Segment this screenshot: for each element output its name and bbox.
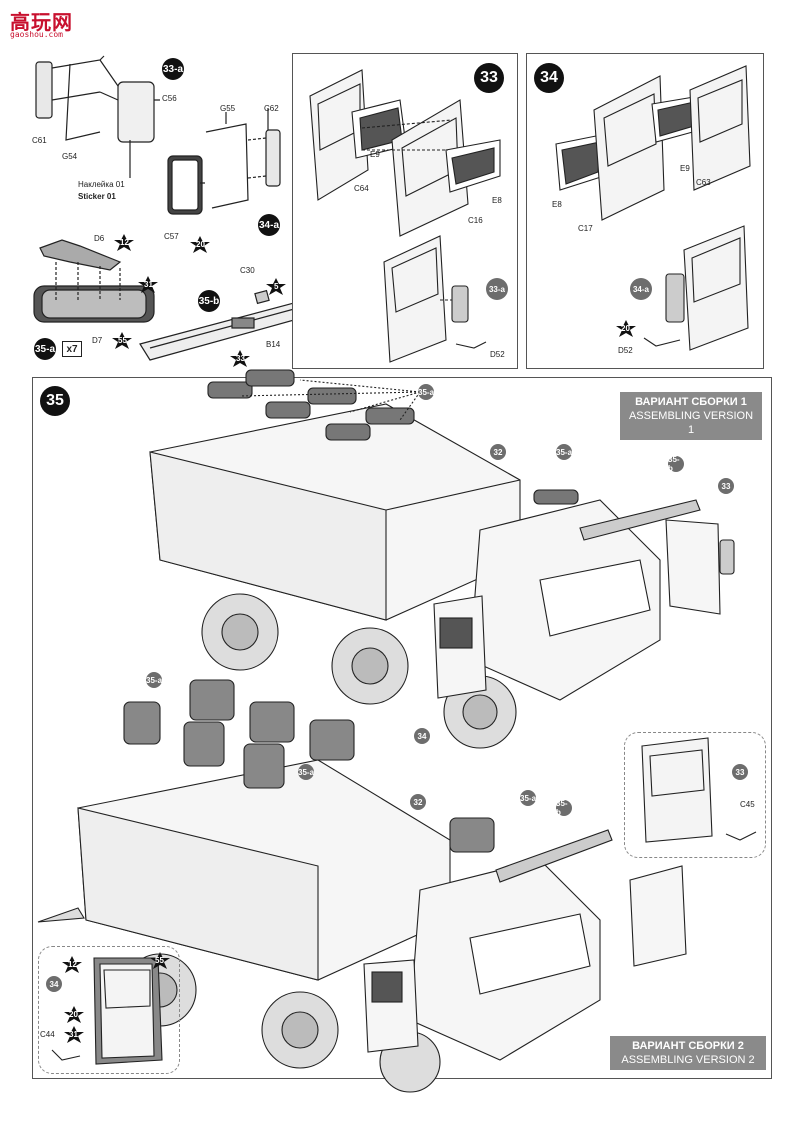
inset-ref-34: 34 xyxy=(46,976,62,992)
p33-label-c64: C64 xyxy=(354,184,369,193)
step-35-badge: 35 xyxy=(40,386,70,416)
label-c56: C56 xyxy=(162,94,177,103)
label-d6: D6 xyxy=(94,234,105,243)
step-34-badge: 34 xyxy=(534,63,564,93)
label-g54: G54 xyxy=(62,152,78,161)
v2-ref-35b: 35-b xyxy=(556,799,572,817)
p34-star-marker xyxy=(616,320,636,337)
label-c61: C61 xyxy=(32,136,47,145)
inset-right-door xyxy=(624,732,766,858)
label-g55: G55 xyxy=(220,104,236,113)
label-c57: C57 xyxy=(164,232,179,241)
v2-ref-35a-side: 35-a xyxy=(298,764,314,780)
label-c62: C62 xyxy=(264,104,279,113)
inset-star-12: 12 xyxy=(68,960,77,969)
star-31: 31 xyxy=(144,280,153,289)
star-55: 55 xyxy=(118,336,127,345)
v1-ref-33: 33 xyxy=(718,478,734,494)
star-12: 12 xyxy=(120,238,129,247)
inset-star-31: 31 xyxy=(69,1030,78,1039)
p33-label-e9: E9 xyxy=(370,150,380,159)
v2-ref-35a-cab: 35-a xyxy=(520,790,536,806)
v1-ref-34: 34 xyxy=(414,728,430,744)
p34-label-c63: C63 xyxy=(696,178,711,187)
p33-label-c16: C16 xyxy=(468,216,483,225)
v1-ref-35a: 35-a xyxy=(418,384,434,400)
assembling-version-2-box: ВАРИАНТ СБОРКИ 2 ASSEMBLING VERSION 2 xyxy=(610,1036,766,1070)
inset-left-door xyxy=(38,946,180,1074)
mirror-assembly-33a-drawing xyxy=(33,55,331,361)
inset-star-20: 20 xyxy=(69,1010,78,1019)
inset-label-c44: C44 xyxy=(40,1030,55,1039)
door-c17-drawing xyxy=(555,65,751,351)
quantity-x7: x7 xyxy=(62,341,82,357)
version-1-ru: ВАРИАНТ СБОРКИ 1 xyxy=(635,396,747,408)
label-d7: D7 xyxy=(92,336,103,345)
star-20: 20 xyxy=(196,240,205,249)
inset-star-55: 55 xyxy=(155,956,164,965)
version-2-ru: ВАРИАНТ СБОРКИ 2 xyxy=(632,1040,744,1052)
v2-ref-33: 33 xyxy=(732,764,748,780)
p34-label-e8: E8 xyxy=(552,200,562,209)
p34-label-d52: D52 xyxy=(618,346,633,355)
step-34a-badge: 34-a xyxy=(258,214,280,236)
watermark-sub: gaoshou.com xyxy=(10,30,63,39)
step-33-badge: 33 xyxy=(474,63,504,93)
watermark-logo: 高玩网 gaoshou.com xyxy=(4,2,74,42)
version-1-en: ASSEMBLING VERSION 1 xyxy=(628,410,754,436)
star-33: 33 xyxy=(236,354,245,363)
p33-label-d52: D52 xyxy=(490,350,505,359)
v2-ref-35a: 35-a xyxy=(146,672,162,688)
v1-ref-35a-cab: 35-a xyxy=(556,444,572,460)
v1-ref-32: 32 xyxy=(490,444,506,460)
p33-ref-33a: 33-a xyxy=(486,278,508,300)
p34-label-e9: E9 xyxy=(680,164,690,173)
step-35b-badge: 35-b xyxy=(198,290,220,312)
watermark-title: 高玩网 xyxy=(10,10,73,34)
label-sticker-ru: Наклейка 01 xyxy=(78,180,125,189)
p34-label-c17: C17 xyxy=(578,224,593,233)
v2-label-c45: C45 xyxy=(740,800,755,809)
p33-label-e8: E8 xyxy=(492,196,502,205)
p34-ref-34a: 34-a xyxy=(630,278,652,300)
v2-ref-32: 32 xyxy=(410,794,426,810)
step-35a-badge: 35-a xyxy=(34,338,56,360)
label-b14: B14 xyxy=(266,340,281,349)
star-markers-topleft xyxy=(112,234,286,367)
v1-ref-35b: 35-b xyxy=(668,455,684,473)
step-33a-badge: 33-a xyxy=(162,58,184,80)
assembling-version-1-box: ВАРИАНТ СБОРКИ 1 ASSEMBLING VERSION 1 xyxy=(620,392,762,440)
version-2-en: ASSEMBLING VERSION 2 xyxy=(621,1054,755,1066)
door-c16-drawing xyxy=(309,69,501,363)
star-5: 5 xyxy=(274,282,279,291)
p34-star-20: 20 xyxy=(621,324,630,333)
label-c30: C30 xyxy=(240,266,255,275)
label-sticker-en: Sticker 01 xyxy=(78,192,116,201)
